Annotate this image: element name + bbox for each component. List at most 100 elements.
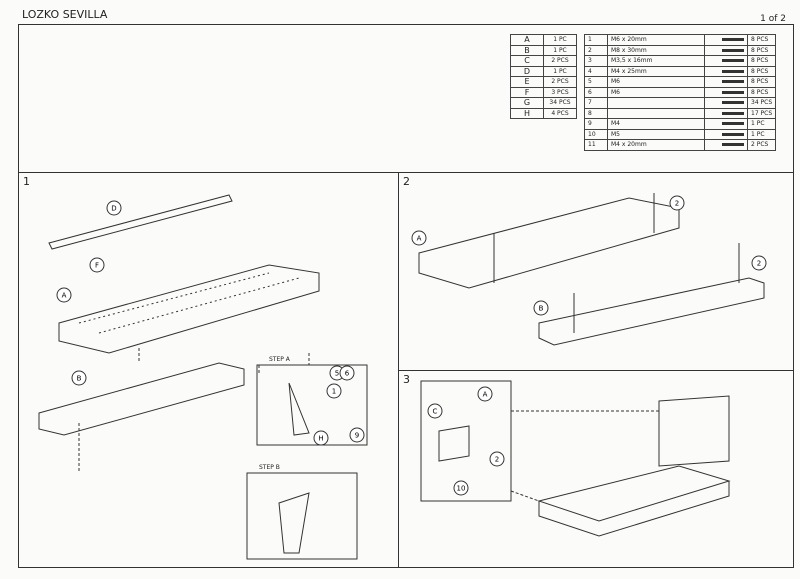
svg-text:F: F	[95, 262, 99, 270]
callout-H: H	[313, 430, 329, 446]
hardware-qty: 17 PCS	[746, 107, 777, 119]
part-qty: 3 PCS	[543, 86, 577, 98]
step-3-illustration	[420, 380, 731, 537]
hardware-size: M4	[607, 118, 705, 130]
callout-10: 10	[453, 480, 469, 496]
hardware-size	[607, 97, 705, 109]
step-1-illustration	[38, 194, 368, 560]
svg-text:2: 2	[675, 200, 679, 208]
svg-text:A: A	[483, 391, 488, 399]
callout-B: B	[533, 300, 549, 316]
callout-C: C	[427, 403, 443, 419]
svg-text:B: B	[539, 305, 544, 313]
document-title: LOZKO SEVILLA	[22, 8, 108, 21]
hardware-no: 7	[584, 97, 608, 109]
part-qty: 2 PCS	[543, 76, 577, 88]
page-number: 1 of 2	[760, 14, 786, 24]
hardware-qty: 8 PCS	[746, 34, 777, 46]
part-qty: 1 PC	[543, 44, 577, 56]
step-number: 3	[403, 373, 410, 386]
callout-2: 2	[751, 255, 767, 271]
part-qty: 34 PCS	[543, 97, 577, 109]
callout-A: A	[411, 230, 427, 246]
svg-text:H: H	[318, 435, 323, 443]
hardware-size: M6	[607, 76, 705, 88]
bracket-detail	[420, 380, 512, 502]
svg-text:5: 5	[335, 370, 339, 378]
step-b-label: STEP B	[259, 464, 280, 471]
step-a-detail	[256, 364, 368, 446]
svg-text:A: A	[417, 235, 422, 243]
hardware-no: 11	[584, 139, 608, 151]
hardware-qty: 1 PC	[746, 128, 777, 140]
rail-b	[538, 277, 765, 346]
callout-2: 2	[489, 451, 505, 467]
rail-b	[38, 362, 245, 436]
part-id: F	[510, 86, 544, 98]
svg-text:1: 1	[332, 388, 336, 396]
part-qty: 1 PC	[543, 65, 577, 77]
callout-D: D	[106, 200, 122, 216]
callout-F: F	[89, 257, 105, 273]
svg-text:B: B	[77, 375, 82, 383]
hardware-qty: 8 PCS	[746, 76, 777, 88]
callout-B: B	[71, 370, 87, 386]
part-id: G	[510, 97, 544, 109]
part-id: H	[510, 107, 544, 119]
part-id: D	[510, 65, 544, 77]
headboard-a	[58, 264, 320, 354]
hardware-size: M6 x 20mm	[607, 34, 705, 46]
callout-2: 2	[669, 195, 685, 211]
svg-text:10: 10	[457, 485, 466, 493]
screw-icon	[704, 65, 748, 77]
headboard-a	[418, 197, 680, 289]
hardware-no: 10	[584, 128, 608, 140]
screw-icon	[704, 55, 748, 67]
hardware-size: M8 x 30mm	[607, 44, 705, 56]
part-qty: 2 PCS	[543, 55, 577, 67]
slat-cap-icon	[704, 107, 748, 119]
hardware-size	[607, 107, 705, 119]
slat-holder-icon	[704, 97, 748, 109]
hardware-no: 2	[584, 44, 608, 56]
step-2-illustration	[418, 193, 765, 346]
hardware-qty: 1 PC	[746, 118, 777, 130]
nut-icon	[704, 86, 748, 98]
allen-key-icon	[704, 118, 748, 130]
bolt-icon	[704, 34, 748, 46]
callout-9: 9	[349, 427, 365, 443]
callout-A: A	[56, 287, 72, 303]
hardware-qty: 8 PCS	[746, 86, 777, 98]
svg-text:6: 6	[345, 370, 350, 378]
hardware-size: M6	[607, 86, 705, 98]
bed-frame	[537, 395, 731, 537]
hardware-no: 4	[584, 65, 608, 77]
svg-text:2: 2	[495, 456, 499, 464]
bolt-icon	[704, 44, 748, 56]
hardware-no: 3	[584, 55, 608, 67]
svg-text:2: 2	[757, 260, 761, 268]
hardware-qty: 2 PCS	[746, 139, 777, 151]
part-qty: 4 PCS	[543, 107, 577, 119]
part-id: B	[510, 44, 544, 56]
svg-text:9: 9	[355, 432, 359, 440]
